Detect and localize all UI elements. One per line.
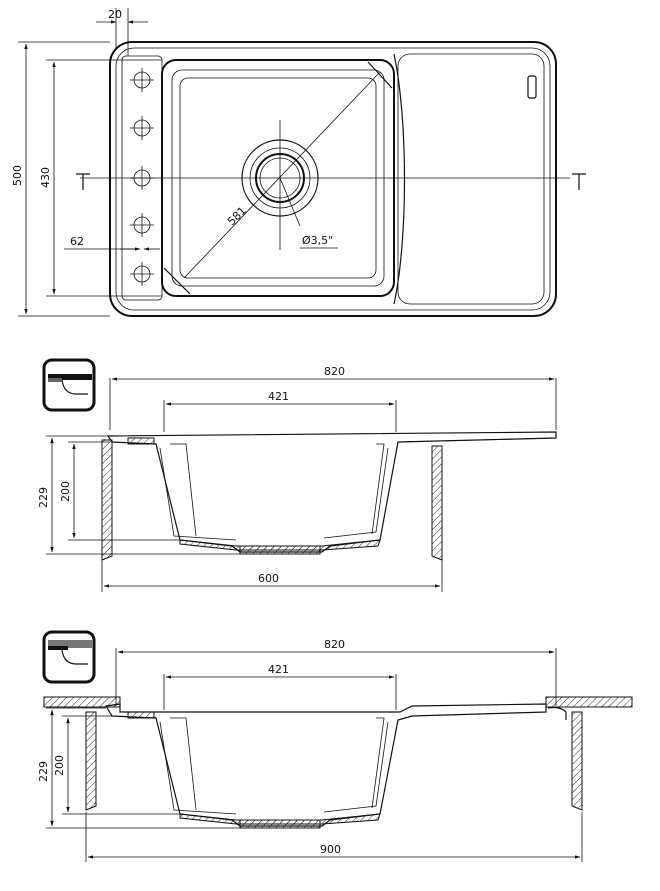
mounting-type-icon-2 (42, 630, 96, 684)
sink-profile-1 (106, 431, 557, 553)
cabinet-wall-right-2 (571, 711, 583, 811)
dim-overall-width-2: 820 (324, 638, 345, 651)
cabinet-wall-right-1 (431, 445, 443, 561)
cabinet-wall-left-1 (101, 439, 113, 561)
dim-bowl-depth: 430 (39, 167, 52, 188)
tap-holes (130, 68, 154, 286)
mounting-type-icon-1 (42, 358, 96, 412)
section-1: 820 421 229 200 600 (37, 358, 557, 592)
dim-total-height-2: 229 (37, 761, 50, 782)
dim-overall-width-1: 820 (324, 365, 345, 378)
dim-overall-depth: 500 (11, 165, 24, 186)
dim-cabinet-width-1: 600 (258, 572, 279, 585)
dim-bowl-width-1: 421 (268, 390, 289, 403)
section-2: 820 421 229 200 9 (37, 630, 633, 862)
dim-tap-offset: 62 (70, 235, 84, 248)
countertop-right (545, 696, 633, 708)
dim-top-offset: 20 (108, 8, 122, 21)
overflow-slot (527, 75, 537, 99)
dim-drain: Ø3,5" (302, 234, 333, 247)
drainboard (397, 53, 545, 305)
drain-outer (241, 139, 319, 217)
dim-bowl-width-2: 421 (268, 663, 289, 676)
dim-bowl-height-1: 200 (59, 481, 72, 502)
dim-total-height-1: 229 (37, 487, 50, 508)
dim-bowl-height-2: 200 (53, 755, 66, 776)
sink-outline (109, 41, 557, 317)
dim-cabinet-width-2: 900 (320, 843, 341, 856)
top-view: 20 500 430 62 581 Ø3,5" (11, 8, 586, 317)
countertop-left (43, 696, 121, 708)
sink-profile-2 (105, 703, 547, 827)
cabinet-wall-left-2 (85, 711, 97, 811)
dim-diagonal: 581 (225, 204, 249, 228)
